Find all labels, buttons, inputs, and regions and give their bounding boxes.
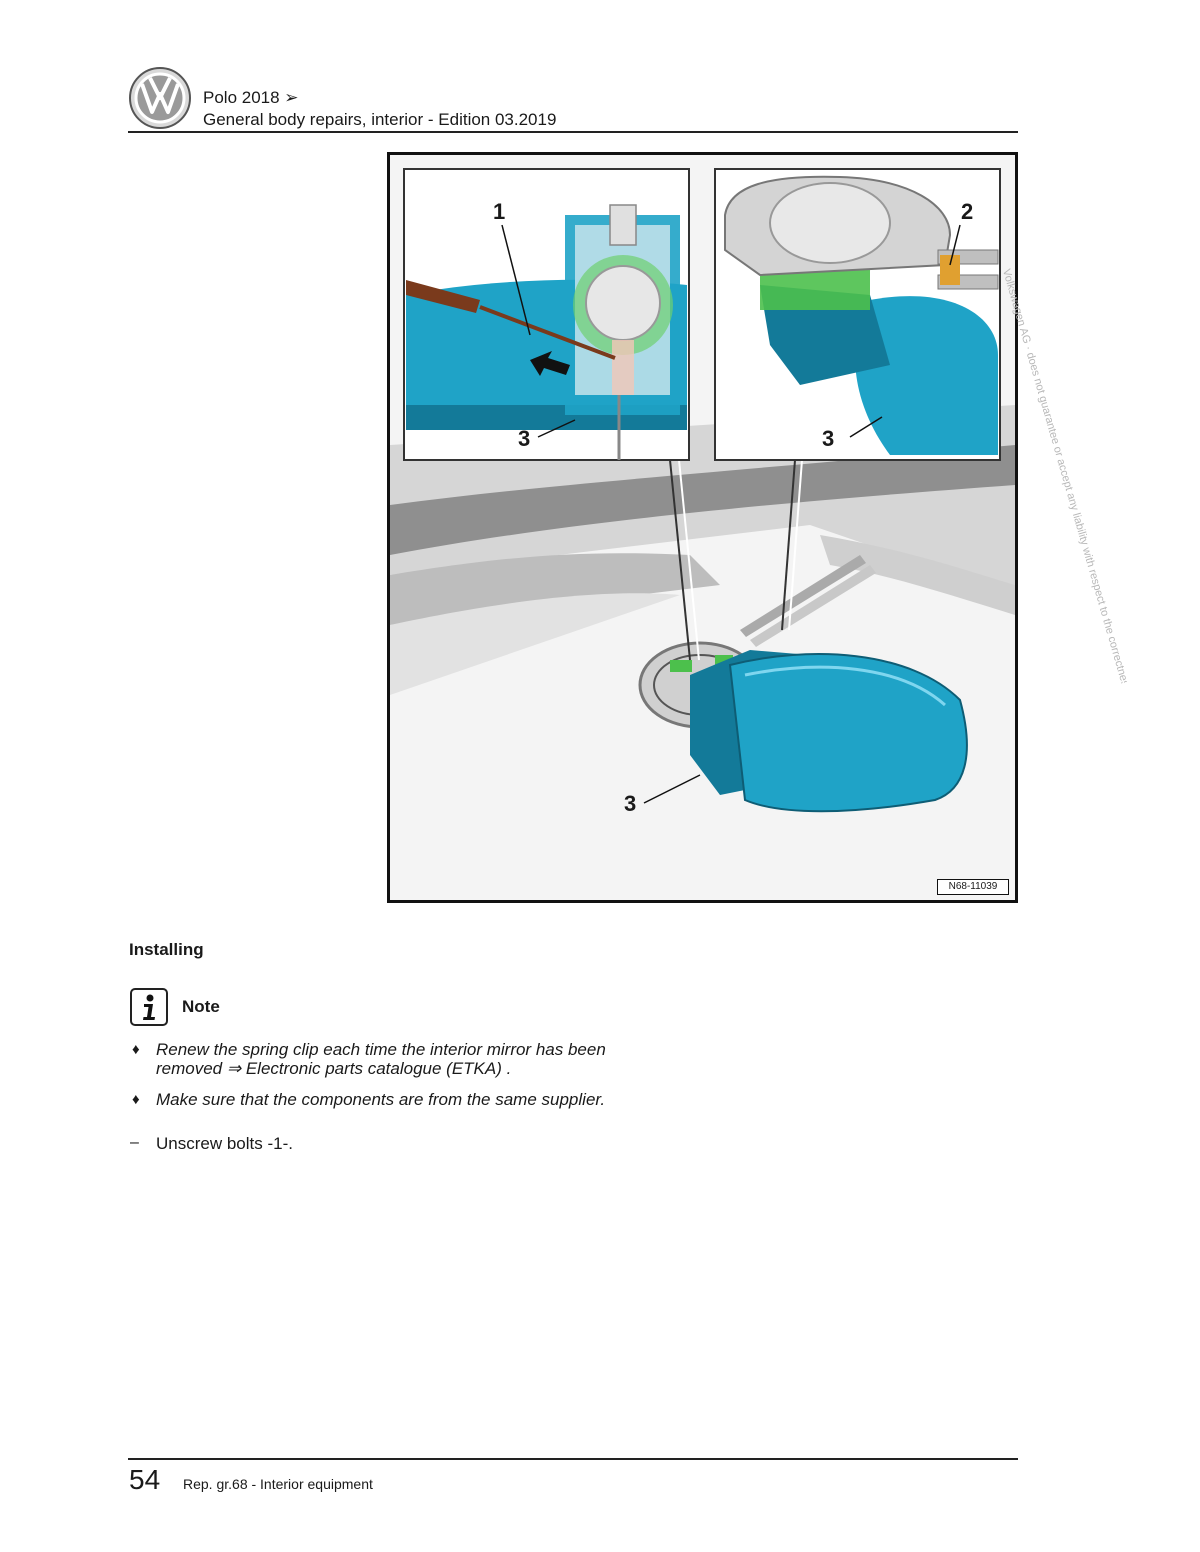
- step-text: Unscrew bolts -1-.: [156, 1134, 293, 1153]
- bullet-icon: ♦: [132, 1091, 140, 1108]
- note-label: Note: [182, 997, 220, 1016]
- callout-leaders: [501, 224, 961, 804]
- header-divider: [128, 131, 1018, 133]
- figure-illustration: [390, 168, 1015, 813]
- installation-figure: 1 2 3 3 3 N68-11039: [387, 152, 1018, 903]
- info-icon: [130, 988, 168, 1026]
- note-bullet-1: Renew the spring clip each time the inte…: [156, 1040, 606, 1078]
- figure-id-label: N68-11039: [937, 879, 1009, 895]
- footer-chapter: Rep. gr.68 - Interior equipment: [183, 1476, 373, 1492]
- bullet-icon: ♦: [132, 1041, 140, 1058]
- header-manual-title: General body repairs, interior - Edition…: [203, 110, 557, 129]
- callout-3-right: 3: [822, 426, 835, 451]
- callout-2: 2: [961, 199, 974, 224]
- step-dash: –: [130, 1134, 139, 1151]
- callout-1: 1: [493, 199, 506, 224]
- page-number: 54: [129, 1464, 161, 1495]
- section-heading: Installing: [129, 940, 204, 959]
- footer-divider: [128, 1458, 1018, 1460]
- note-bullet-2: Make sure that the components are from t…: [156, 1090, 606, 1109]
- vw-logo: [129, 67, 191, 129]
- callout-3-left: 3: [518, 426, 531, 451]
- header-model: Polo 2018 ➢: [203, 88, 299, 107]
- callout-3-main: 3: [624, 791, 637, 816]
- watermark: Volkswagen AG · does not guarantee or ac…: [999, 267, 1131, 685]
